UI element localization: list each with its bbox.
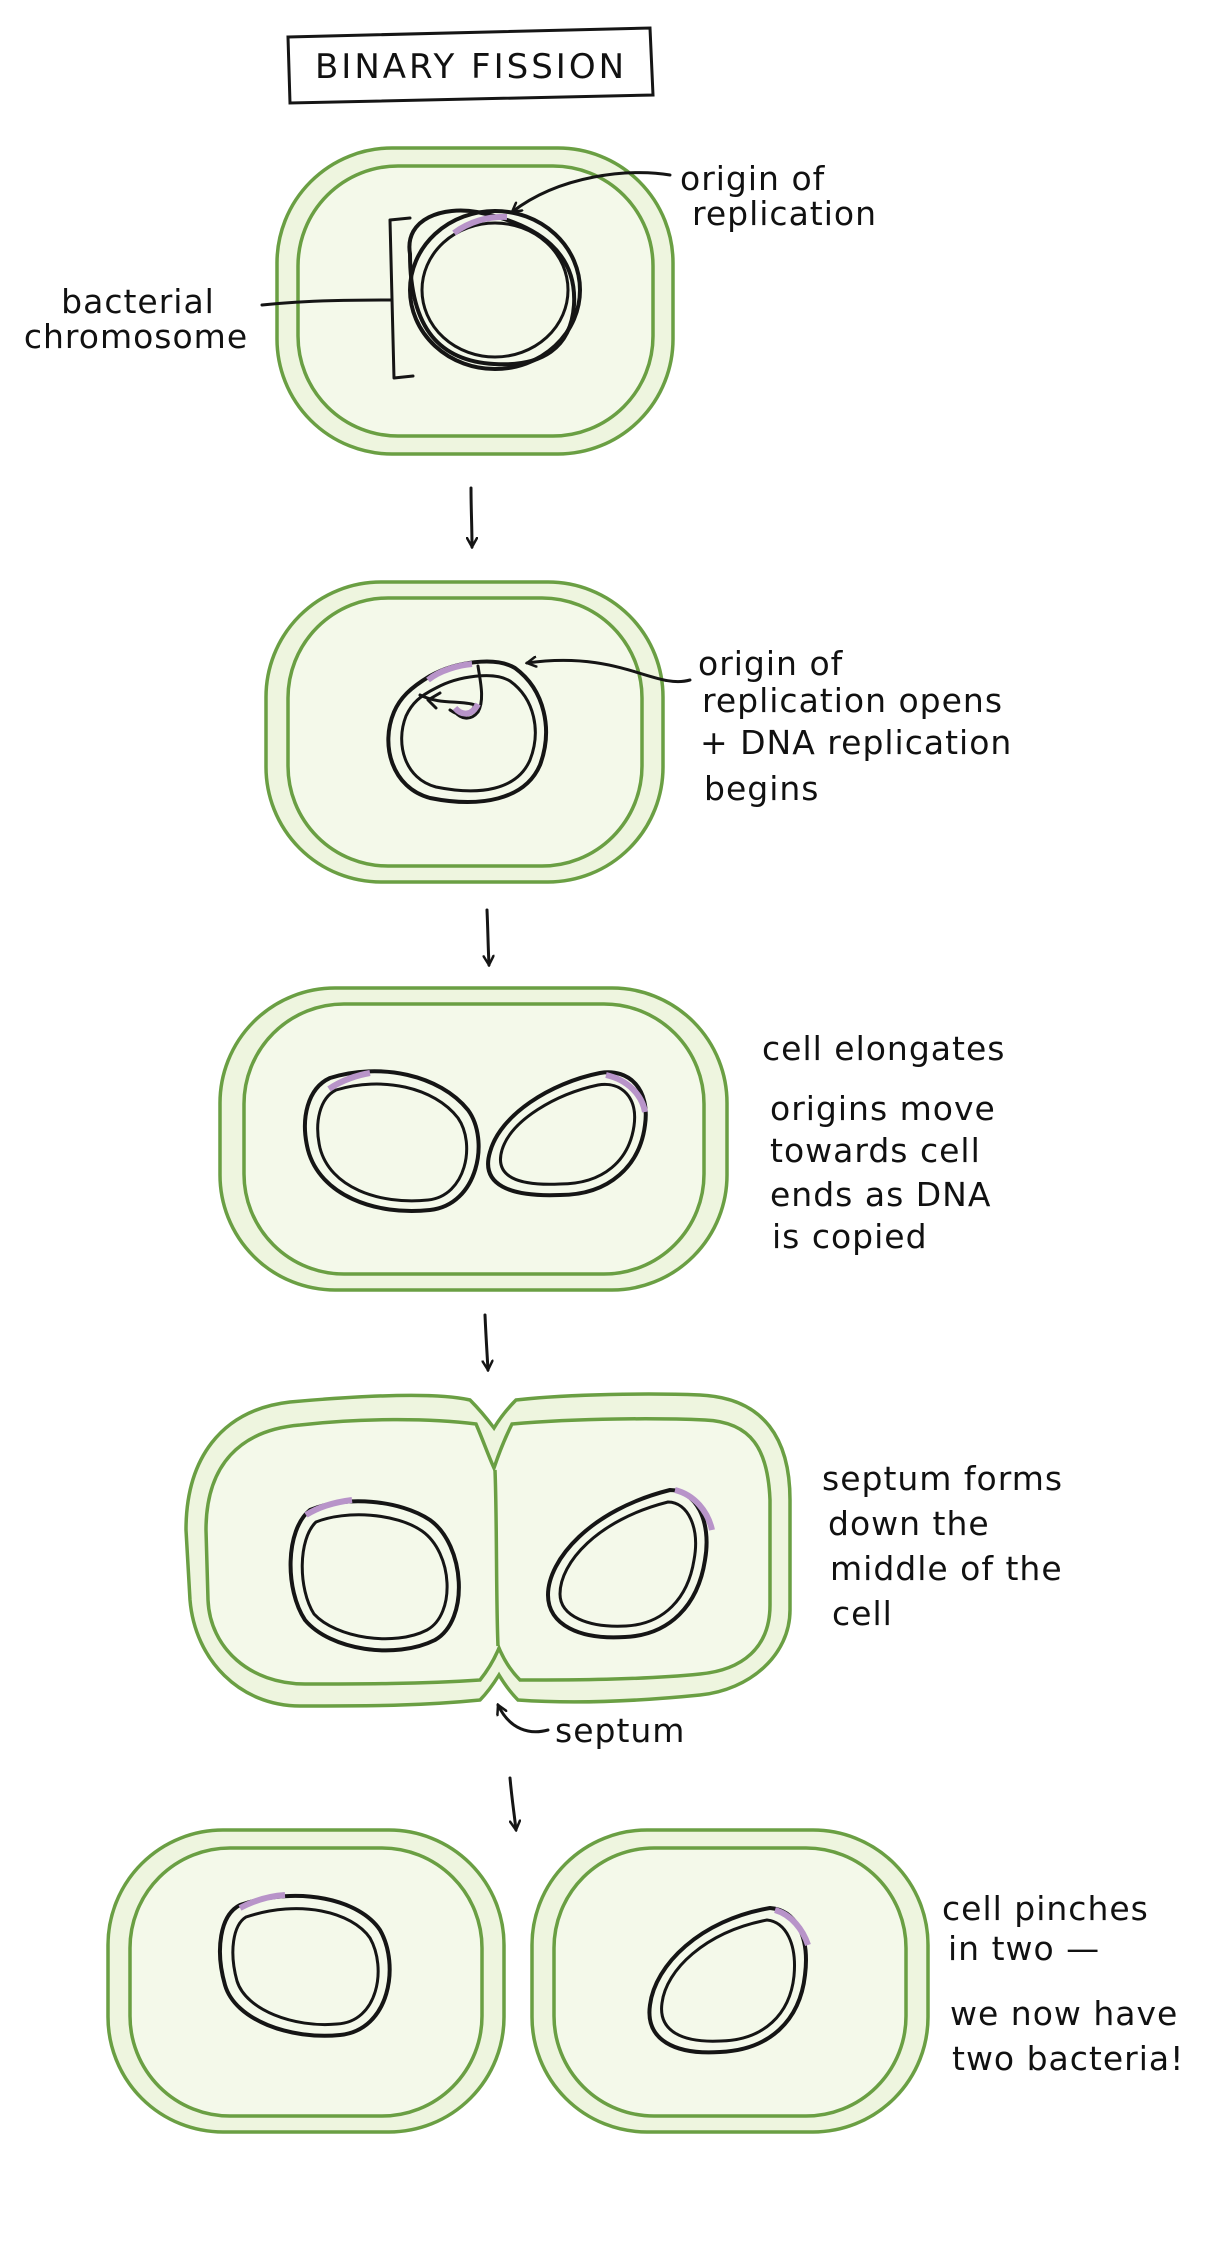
stage-3-line-3: ends as DNA	[770, 1175, 991, 1214]
stage-3-heading: cell elongates	[762, 1029, 1005, 1068]
stage-2-chromosome	[386, 659, 548, 804]
stage-3-line-1: origins move	[770, 1089, 996, 1128]
origin-pointer-arrow	[512, 171, 672, 212]
stage-5-line-2: in two —	[948, 1929, 1100, 1968]
chromosome-pointer-line	[260, 298, 394, 307]
stage-5-cell-right	[530, 1828, 930, 2134]
stage-2-line-3: + DNA replication	[700, 723, 1012, 762]
septum-pointer-arrow	[498, 1705, 550, 1734]
down-arrow-1	[471, 486, 472, 547]
down-arrow-4	[508, 1776, 516, 1830]
down-arrow-3	[485, 1313, 488, 1370]
title-box: BINARY FISSION	[286, 26, 655, 105]
diagram-title: BINARY FISSION	[315, 47, 627, 87]
label-bacterial: bacterial	[61, 282, 215, 321]
stage-5-chromosome-left	[218, 1892, 392, 2038]
stage-5-chromosome-right	[647, 1905, 811, 2055]
stage-1-cell	[275, 146, 675, 456]
stage-2-line-1: origin of	[698, 644, 844, 683]
origin-of-replication-marker	[452, 213, 508, 236]
stage-2-pointer-arrow	[527, 660, 692, 684]
label-septum: septum	[555, 1711, 685, 1750]
stage-4-line-3: middle of the	[830, 1549, 1063, 1588]
stage-3-chromosome-right	[486, 1070, 648, 1198]
stage-3-line-2: towards cell	[770, 1131, 981, 1170]
origin-opened-marker	[426, 661, 473, 683]
label-chromosome: chromosome	[24, 317, 248, 356]
stage-4-line-1: septum forms	[822, 1459, 1063, 1498]
label-origin-of: origin of	[680, 159, 826, 198]
stage-5-conclusion-2: two bacteria!	[952, 2039, 1184, 2078]
stage-2-cell	[264, 580, 665, 884]
down-arrow-2	[487, 908, 489, 965]
stage-2-line-4: begins	[704, 769, 819, 808]
stage-4-chromosome-right	[545, 1487, 715, 1640]
stage-5-cell-left	[106, 1828, 506, 2134]
stage-4-chromosome-left	[288, 1497, 461, 1653]
stage-4-line-4: cell	[832, 1594, 893, 1633]
stage-4-cell	[184, 1392, 792, 1708]
stage-5-line-1: cell pinches	[942, 1889, 1149, 1928]
stage-2-line-2: replication opens	[702, 681, 1003, 720]
stage-1-chromosome	[407, 208, 582, 371]
stage-5-conclusion-1: we now have	[950, 1994, 1178, 2033]
label-replication: replication	[692, 194, 877, 233]
stage-4-line-2: down the	[828, 1504, 990, 1543]
stage-3-cell	[218, 986, 729, 1292]
septum-wall	[493, 1469, 500, 1647]
stage-3-line-4: is copied	[772, 1217, 928, 1256]
stage-3-chromosome-left	[303, 1069, 481, 1213]
